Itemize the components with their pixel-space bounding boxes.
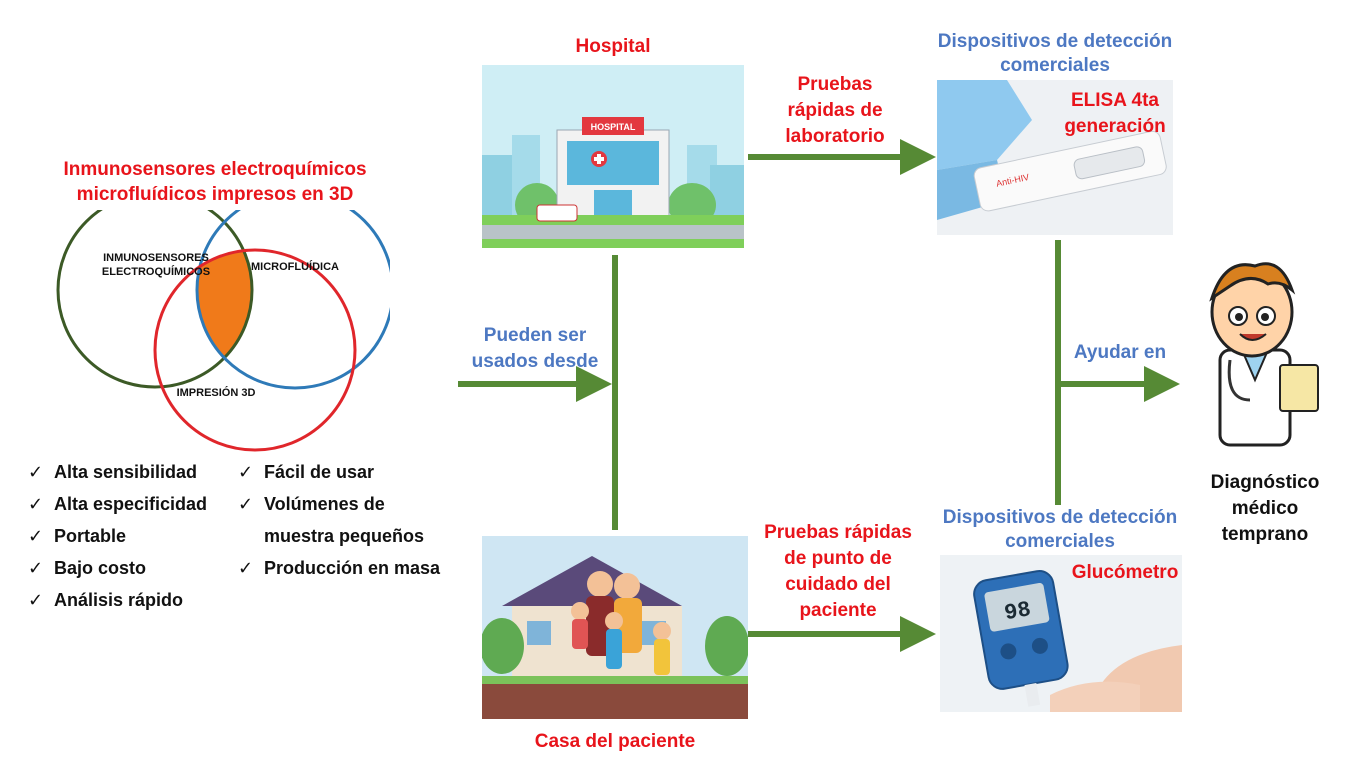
check-icon: ✓ xyxy=(238,494,254,514)
benefits-list-left: ✓Alta sensibilidad ✓Alta especificidad ✓… xyxy=(28,456,207,616)
glucometer-photo: 98 xyxy=(940,555,1182,712)
check-icon: ✓ xyxy=(238,558,254,578)
venn-title-line2: microfluídicos impresos en 3D xyxy=(76,184,354,205)
benefit-item: ✓Alta sensibilidad xyxy=(28,456,207,488)
ayudar-label: Ayudar en xyxy=(1073,342,1167,363)
glucometro-label: Glucómetro xyxy=(1071,562,1179,583)
clipboard-icon xyxy=(1279,364,1319,412)
diagnosis-label: Diagnóstico médico temprano xyxy=(1210,472,1320,545)
venn-overlap-region xyxy=(197,250,252,387)
venn-circle-microfluidica xyxy=(195,210,390,390)
elisa-test-photo: Anti-HIV xyxy=(937,80,1173,235)
benefit-item-continuation: muestra pequeños xyxy=(264,526,425,546)
pueden-label: Pueden ser usados desde xyxy=(471,325,599,372)
hospital-sign-text: HOSPITAL xyxy=(591,122,636,132)
venn-diagram: INMUNOSENSORES ELECTROQUÍMICOS MICROFLUÍ… xyxy=(56,210,390,452)
glucose-reading: 98 xyxy=(1002,597,1032,626)
benefit-item: ✓Volúmenes de xyxy=(238,488,440,520)
venn-title-line1: Inmunosensores electroquímicos xyxy=(63,159,367,180)
venn-label-a1: INMUNOSENSORES xyxy=(103,252,209,264)
benefit-item: ✓Alta especificidad xyxy=(28,488,207,520)
check-icon: ✓ xyxy=(28,526,44,546)
benefit-item: ✓Fácil de usar xyxy=(238,456,440,488)
benefit-item: ✓Portable xyxy=(28,520,207,552)
devices-bottom-label: Dispositivos de detección comerciales xyxy=(942,507,1178,552)
doctor-illustration xyxy=(1180,250,1330,450)
check-icon: ✓ xyxy=(28,494,44,514)
check-icon: ✓ xyxy=(28,558,44,578)
benefit-item: ✓Bajo costo xyxy=(28,552,207,584)
hospital-illustration: HOSPITAL xyxy=(482,65,744,248)
venn-title: Inmunosensores electroquímicos microfluí… xyxy=(40,157,390,207)
benefits-list-right: ✓Fácil de usar ✓Volúmenes de muestra peq… xyxy=(238,456,440,584)
devices-top-label: Dispositivos de detección comerciales xyxy=(937,31,1173,76)
ambulance-icon xyxy=(536,204,578,222)
casa-label: Casa del paciente xyxy=(534,731,696,752)
venn-label-c: IMPRESIÓN 3D xyxy=(177,386,256,399)
venn-label-b: MICROFLUÍDICA xyxy=(251,260,339,273)
benefit-item: ✓Análisis rápido xyxy=(28,584,207,616)
venn-label-a2: ELECTROQUÍMICOS xyxy=(102,265,210,278)
family-house-illustration xyxy=(482,536,748,719)
benefit-item: ✓Producción en masa xyxy=(238,552,440,584)
lab-tests-label: Pruebas rápidas de laboratorio xyxy=(785,74,885,147)
check-icon: ✓ xyxy=(28,590,44,610)
stethoscope-icon xyxy=(1227,359,1251,402)
venn-circle-impresion xyxy=(153,248,357,452)
check-icon: ✓ xyxy=(238,462,254,482)
hospital-label: Hospital xyxy=(575,36,651,57)
venn-circle-inmunosensores xyxy=(56,210,254,389)
poc-tests-label: Pruebas rápidas de punto de cuidado del … xyxy=(764,522,912,621)
check-icon: ✓ xyxy=(28,462,44,482)
elisa-label: ELISA 4ta generación xyxy=(1064,90,1166,137)
